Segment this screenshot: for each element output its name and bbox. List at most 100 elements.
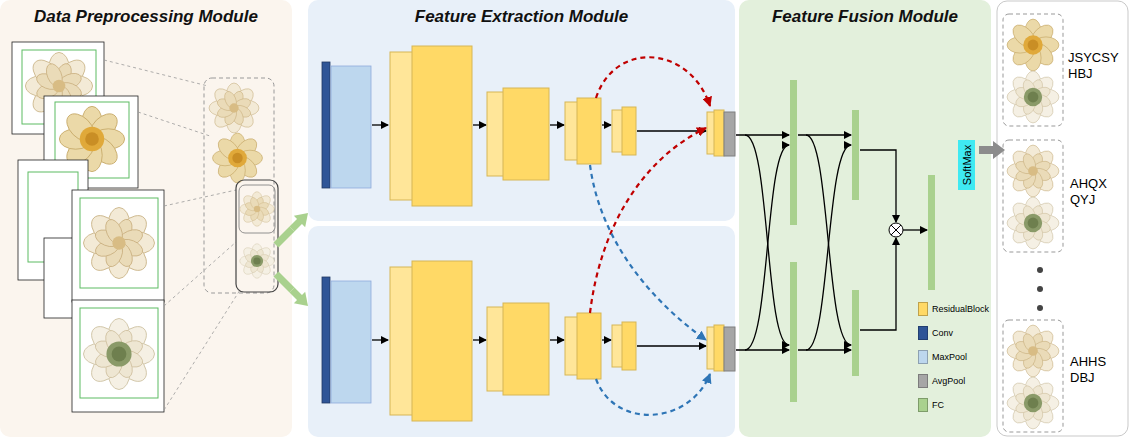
arrow-head (294, 213, 308, 227)
output-flower (1003, 320, 1063, 432)
fusion-arrow (903, 229, 927, 230)
fusion-arrow (798, 134, 851, 135)
legend-text: ResidualBlock (932, 304, 989, 314)
crop-leader-line (164, 190, 236, 206)
fusion-arrow (745, 135, 789, 345)
fusion-arrow (736, 135, 927, 350)
input-image-card (83, 318, 154, 389)
output-flower (1007, 377, 1059, 429)
fc-layer (852, 110, 859, 200)
module-title: Feature Fusion Module (739, 7, 991, 27)
crop-leader-line (164, 290, 240, 410)
crop-leader-line (164, 242, 236, 306)
legend-swatch (918, 302, 928, 316)
cnn-stream (322, 46, 735, 206)
cropped-flower (204, 78, 274, 293)
output-flower (1007, 19, 1059, 71)
fc-layer (928, 175, 935, 290)
class-label: AHHS DBJ (1070, 354, 1106, 387)
multiply-symbol (889, 223, 903, 237)
panel-ground (739, 0, 991, 437)
input-image-card (80, 198, 158, 288)
input-image-card (80, 308, 158, 398)
fusion-arrow (745, 145, 789, 350)
panel-ground (308, 226, 735, 437)
fusion-arrow (736, 134, 789, 135)
output-flower (1003, 140, 1063, 252)
input-arrow-tail (276, 229, 292, 245)
legend-swatch (918, 326, 928, 340)
module-panel: Feature Extraction Module (308, 0, 735, 437)
fc-layer (852, 290, 859, 376)
fusion-arrow (736, 349, 789, 350)
cropped-flower (240, 244, 275, 279)
output-flower (1007, 197, 1059, 249)
legend-text: Conv (932, 328, 953, 338)
arrow-shaft (292, 221, 300, 229)
panel-ground (308, 0, 735, 221)
output-flower (1037, 286, 1043, 292)
fusion-arrow (860, 150, 896, 222)
cross-connection (596, 374, 710, 415)
output-flower (1007, 325, 1059, 377)
input-arrow (292, 213, 308, 229)
fusion-arrow (860, 238, 896, 330)
output-flower (1037, 267, 1043, 273)
arrow-shaft (292, 290, 300, 298)
cross-connection (590, 128, 706, 313)
crop-leader-line (104, 60, 208, 86)
crop-leader-line (138, 112, 210, 136)
multiply-symbol (889, 223, 903, 237)
output-flower (1003, 14, 1063, 432)
output-flower (1007, 71, 1059, 123)
module-title: Data Preprocessing Module (0, 7, 292, 27)
class-label: JSYCSY HBJ (1068, 50, 1118, 83)
legend-swatch (918, 374, 928, 388)
arrow-head (294, 292, 308, 306)
cross-connection (590, 57, 710, 415)
softmax-label: SoftMax (961, 145, 973, 185)
input-arrow-tail (276, 229, 292, 290)
cropped-flower (240, 192, 275, 227)
output-flower (1007, 145, 1059, 197)
multiply-symbol (891, 225, 901, 235)
input-arrow-tail (276, 274, 292, 290)
legend-text: MaxPool (932, 352, 967, 362)
input-image-card (72, 190, 164, 302)
fc-layer (790, 80, 935, 402)
panel-ground (0, 0, 292, 437)
output-flower (1037, 305, 1043, 311)
fusion-arrow (806, 145, 851, 350)
softmax-box: SoftMax (958, 140, 975, 190)
input-image-card (83, 207, 154, 278)
fusion-arrow (798, 349, 851, 350)
cropped-flower (204, 78, 278, 293)
cropped-flower (239, 185, 275, 233)
legend-text: FC (932, 400, 944, 410)
cropped-flower (236, 180, 278, 292)
cropped-flower (209, 83, 259, 133)
module-panel: Feature Fusion ModuleSoftMax (739, 0, 991, 437)
module-panel: Data Preprocessing Module (0, 0, 292, 437)
multiply-symbol (891, 225, 901, 235)
cross-connection (590, 165, 706, 340)
panel-ground (997, 1, 1128, 436)
output-flower (1003, 14, 1063, 126)
fc-layer (790, 80, 797, 225)
cross-connection (596, 57, 710, 106)
legend-swatch (918, 350, 928, 364)
class-label: AHQX QYJ (1070, 176, 1107, 209)
legend-swatch (918, 398, 928, 412)
cropped-flower (213, 133, 263, 183)
legend-text: AvgPool (932, 376, 965, 386)
cnn-stream (322, 261, 735, 421)
input-arrow (292, 290, 308, 306)
input-image-card (72, 300, 164, 412)
cnn-stream (322, 46, 735, 421)
module-title: Feature Extraction Module (308, 7, 735, 27)
